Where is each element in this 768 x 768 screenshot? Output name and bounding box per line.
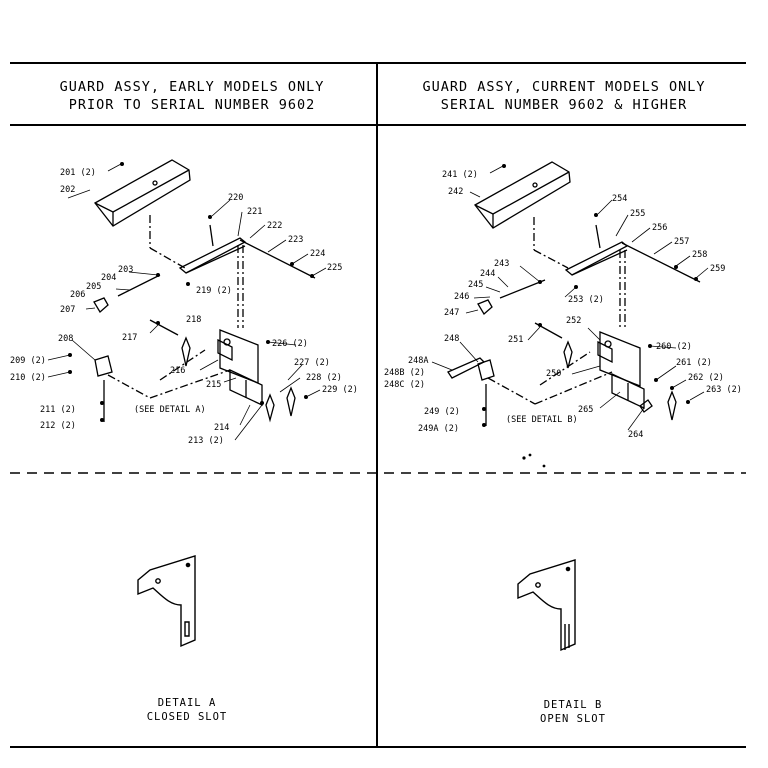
rod-bracket-right <box>564 224 701 283</box>
detail-b-subtitle: OPEN SLOT <box>540 713 606 725</box>
part-201: 201 (2) <box>60 168 96 178</box>
knob-right <box>477 299 493 316</box>
part-219: 219 (2) <box>196 286 232 296</box>
part-255: 255 <box>630 209 645 219</box>
block-right <box>477 359 495 381</box>
part-241: 241 (2) <box>442 170 478 180</box>
block-left <box>94 355 113 377</box>
lower-bracket-right <box>611 372 645 410</box>
part-244: 244 <box>480 269 495 279</box>
detail-b-plate <box>517 559 576 652</box>
part-228: 228 (2) <box>306 373 342 383</box>
detail-b-title: DETAIL B <box>543 699 603 711</box>
part-225: 225 <box>327 263 342 273</box>
part-204: 204 <box>101 273 116 283</box>
part-242: 242 <box>448 187 463 197</box>
left-header: GUARD ASSY, EARLY MODELS ONLY PRIOR TO S… <box>12 78 372 114</box>
part-251: 251 <box>508 335 523 345</box>
part-206: 206 <box>70 290 85 300</box>
part-247: 247 <box>444 308 459 318</box>
part-221: 221 <box>247 207 262 217</box>
part-264: 264 <box>628 430 643 440</box>
top-rule <box>10 62 746 64</box>
part-207: 207 <box>60 305 75 315</box>
part-248a: 248A <box>408 356 428 366</box>
part-263: 263 (2) <box>706 385 742 395</box>
part-220: 220 <box>228 193 243 203</box>
part-212: 212 (2) <box>40 421 76 431</box>
part-215: 215 <box>206 380 221 390</box>
part-246: 246 <box>454 292 469 302</box>
bottom-rule <box>10 746 746 748</box>
part-265: 265 <box>578 405 593 415</box>
rod-bracket-left <box>178 224 316 279</box>
part-245: 245 <box>468 280 483 290</box>
part-252: 252 <box>566 316 581 326</box>
part-256: 256 <box>652 223 667 233</box>
part-258: 258 <box>692 250 707 260</box>
part-253: 253 (2) <box>568 295 604 305</box>
right-part-labels: 241 (2) 242 243 244 245 246 247 248 248A… <box>384 170 742 440</box>
left-leaders <box>47 161 327 441</box>
clamp-plate-left <box>217 329 259 384</box>
part-218: 218 <box>186 315 201 325</box>
long-rod-right <box>447 357 486 379</box>
part-254: 254 <box>612 194 627 204</box>
part-211: 211 (2) <box>40 405 76 415</box>
detail-a-caption: DETAIL A CLOSED SLOT <box>107 696 267 724</box>
part-227: 227 (2) <box>294 358 330 368</box>
part-243: 243 <box>494 259 509 269</box>
part-214: 214 <box>214 423 229 433</box>
part-202: 202 <box>60 185 75 195</box>
part-257: 257 <box>674 237 689 247</box>
right-leaders <box>431 163 709 468</box>
left-assembly <box>93 159 316 423</box>
right-header-line2: SERIAL NUMBER 9602 & HIGHER <box>440 97 688 113</box>
part-222: 222 <box>267 221 282 231</box>
clamp-plate-right <box>597 331 641 387</box>
center-divider <box>376 62 378 748</box>
left-header-line2: PRIOR TO SERIAL NUMBER 9602 <box>68 97 316 113</box>
part-203: 203 <box>118 265 133 275</box>
part-248b: 248B (2) <box>384 368 425 378</box>
part-223: 223 <box>288 235 303 245</box>
part-217: 217 <box>122 333 137 343</box>
part-248c: 248C (2) <box>384 380 425 390</box>
detail-a-subtitle: CLOSED SLOT <box>146 711 228 723</box>
part-249a: 249A (2) <box>418 424 459 434</box>
guard-housing-right <box>474 161 571 229</box>
right-header: GUARD ASSY, CURRENT MODELS ONLY SERIAL N… <box>384 78 744 114</box>
guard-housing-left <box>94 159 191 227</box>
part-262: 262 (2) <box>688 373 724 383</box>
see-detail-a: (SEE DETAIL A) <box>134 405 206 415</box>
detail-a-title: DETAIL A <box>157 697 217 709</box>
part-260: 260 (2) <box>656 342 692 352</box>
knob-left <box>93 297 109 314</box>
left-part-labels: 201 (2) 202 203 204 205 206 207 208 209 … <box>10 168 358 446</box>
part-210: 210 (2) <box>10 373 46 383</box>
detail-a-plate <box>137 555 196 648</box>
part-248: 248 <box>444 334 459 344</box>
part-216: 216 <box>170 366 185 376</box>
see-detail-b: (SEE DETAIL B) <box>506 415 578 425</box>
part-205: 205 <box>86 282 101 292</box>
part-229: 229 (2) <box>322 385 358 395</box>
right-assembly <box>447 161 701 426</box>
part-213: 213 (2) <box>188 436 224 446</box>
detail-b-caption: DETAIL B OPEN SLOT <box>493 698 653 726</box>
part-226: 226 (2) <box>272 339 308 349</box>
lower-bracket-left <box>229 368 263 407</box>
part-249: 249 (2) <box>424 407 460 417</box>
part-209: 209 (2) <box>10 356 46 366</box>
part-250: 250 <box>546 369 561 379</box>
left-header-line1: GUARD ASSY, EARLY MODELS ONLY <box>59 79 325 95</box>
part-224: 224 <box>310 249 325 259</box>
part-261: 261 (2) <box>676 358 712 368</box>
part-259: 259 <box>710 264 725 274</box>
part-208: 208 <box>58 334 73 344</box>
right-header-line1: GUARD ASSY, CURRENT MODELS ONLY <box>422 79 706 95</box>
header-rule <box>10 124 746 126</box>
